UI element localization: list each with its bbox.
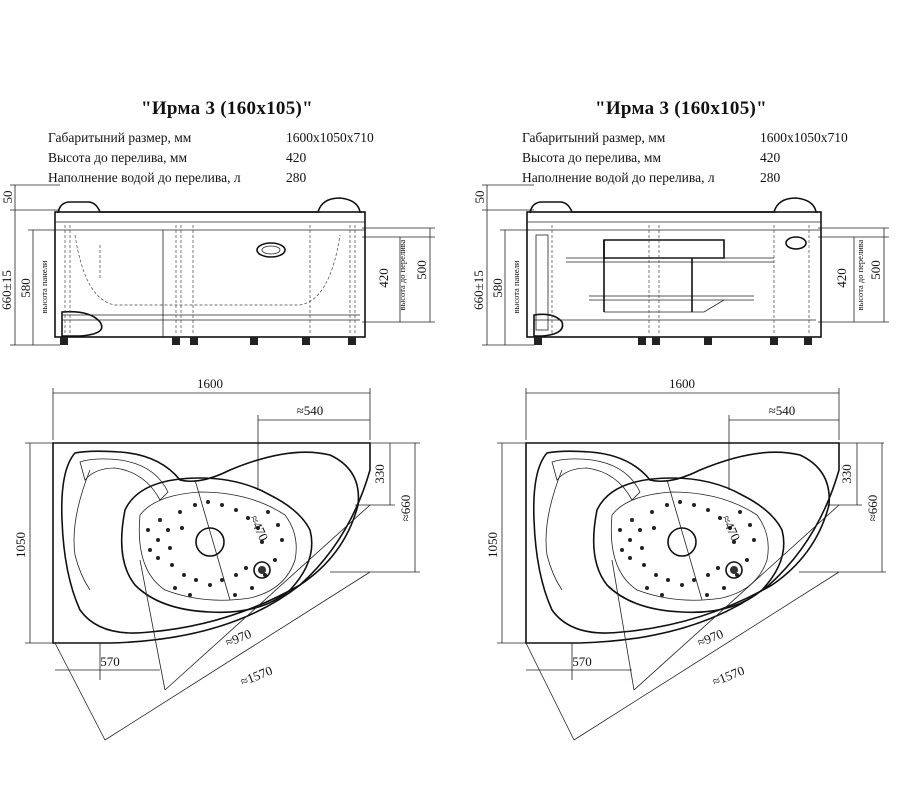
dim-500-label: 500: [414, 260, 429, 280]
hydromassage-jets: [618, 500, 756, 597]
plan-view: 1600 ≈540 1050 330 ≈660: [13, 376, 420, 741]
spec-row-overflow-height: Высота до перелива, мм 420: [48, 150, 408, 168]
tub-legs: [534, 337, 812, 345]
spec-label: Наполнение водой до перелива, л: [522, 170, 715, 185]
dim-570-label: 570: [572, 654, 592, 669]
product-title: "Ирма 3 (160х105)": [140, 98, 314, 119]
spec-row-water-volume: Наполнение водой до перелива, л 280: [522, 170, 882, 188]
dim-660-label: ≈660: [398, 495, 413, 522]
product-title: "Ирма 3 (160х105)": [594, 98, 768, 119]
spec-row-water-volume: Наполнение водой до перелива, л 280: [48, 170, 408, 188]
technical-drawing: 50 660±15 580 высота панели: [471, 184, 889, 741]
dim-overflow-label: 420: [834, 268, 849, 288]
dim-540-label: ≈540: [769, 403, 796, 418]
dim-width-label: 1050: [13, 532, 28, 558]
panel-height-caption: высота панели: [511, 260, 521, 313]
spec-row-dimensions: Габаритыний размер, мм 1600х1050х710: [522, 130, 882, 148]
drawing-panel-right: "Ирма 3 (160х105)" Габаритыний размер, м…: [454, 0, 908, 803]
dim-1570-label: ≈1570: [238, 663, 274, 689]
dim-length-label: 1600: [669, 376, 695, 391]
side-view: 50 660±15 580 высота панели: [471, 184, 889, 346]
dim-580-label: 580: [18, 278, 33, 298]
dim-1570-label: ≈1570: [710, 663, 746, 689]
overflow-caption: высота до перелива: [855, 239, 865, 310]
dim-width-label: 1050: [485, 532, 500, 558]
dim-570-label: 570: [100, 654, 120, 669]
spec-value: 280: [286, 170, 307, 185]
spec-value: 1600х1050х710: [286, 130, 374, 145]
dim-panel-height-label: 660±15: [471, 270, 486, 310]
dim-panel-height-label: 660±15: [0, 270, 14, 310]
plan-view: 1600 ≈540 1050 330 ≈660: [485, 376, 886, 741]
dim-580-label: 580: [490, 278, 505, 298]
panel-height-caption: высота панели: [39, 260, 49, 313]
spec-value: 280: [760, 170, 781, 185]
spec-value: 420: [760, 150, 781, 165]
dim-length-label: 1600: [197, 376, 223, 391]
technical-drawing: 50 660±15 580 высота панели: [0, 184, 435, 741]
dim-500-label: 500: [868, 260, 883, 280]
dim-660-label: ≈660: [865, 495, 880, 522]
dim-top-label: 50: [472, 191, 487, 204]
dim-540-label: ≈540: [297, 403, 324, 418]
spec-label: Габаритыний размер, мм: [522, 130, 666, 145]
spec-label: Габаритыний размер, мм: [48, 130, 192, 145]
dim-330-label: 330: [839, 464, 854, 484]
spec-row-overflow-height: Высота до перелива, мм 420: [522, 150, 882, 168]
dim-970-label: ≈970: [223, 626, 253, 650]
dim-970-label: ≈970: [695, 626, 725, 650]
spec-value: 420: [286, 150, 307, 165]
dim-470-label: ≈470: [247, 513, 272, 543]
dim-top-label: 50: [0, 191, 15, 204]
dim-overflow-label: 420: [376, 268, 391, 288]
spec-label: Наполнение водой до перелива, л: [48, 170, 241, 185]
hydromassage-jets: [146, 500, 284, 597]
spec-value: 1600х1050х710: [760, 130, 848, 145]
overflow-caption: высота до перелива: [397, 239, 407, 310]
side-view: 50 660±15 580 высота панели: [0, 184, 435, 346]
drawing-panel-left: "Ирма 3 (160х105)" Габаритыний размер, м…: [0, 98, 435, 741]
spec-row-dimensions: Габаритыний размер, мм 1600х1050х710: [48, 130, 408, 148]
spec-label: Высота до перелива, мм: [48, 150, 188, 165]
spec-label: Высота до перелива, мм: [522, 150, 662, 165]
dim-470-label: ≈470: [719, 513, 744, 543]
tub-legs: [60, 337, 356, 345]
dim-330-label: 330: [372, 464, 387, 484]
